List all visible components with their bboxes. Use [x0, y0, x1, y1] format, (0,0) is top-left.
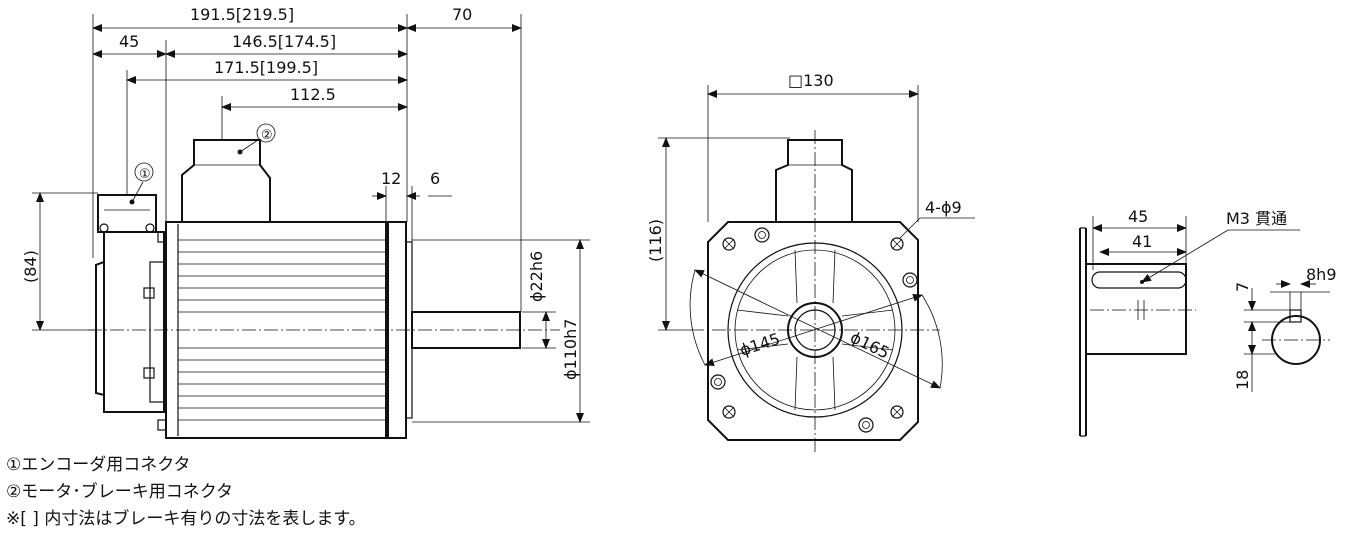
dim-height-116: (116): [646, 219, 665, 262]
dim-key-depth: 7: [1233, 282, 1252, 292]
dim-pcd-145: ϕ145: [737, 329, 782, 360]
dim-key-length: 41: [1132, 232, 1152, 251]
encoder-cover: [95, 260, 105, 397]
bolt: [143, 367, 155, 379]
dim-shaft-length: 70: [452, 5, 472, 24]
encoder-housing: [103, 231, 165, 413]
marker-power: ②: [261, 128, 273, 143]
encoder-connector: [97, 194, 157, 233]
dim-flange-thickness: 12: [381, 169, 401, 188]
shaft-detail: M3 貫通 45 41 8h9 7 18: [1079, 207, 1337, 437]
key: [1289, 309, 1302, 323]
dim-shaft-detail-length: 45: [1128, 207, 1148, 226]
dim-connector-position: 112.5: [290, 85, 336, 104]
dim-height-84: (84): [21, 250, 40, 283]
side-view: ① ②: [21, 5, 590, 439]
bolt: [143, 287, 155, 299]
dim-body-length: 146.5[174.5]: [232, 32, 336, 51]
dim-mounting-holes: 4-ϕ9: [925, 198, 962, 217]
cooling-fins: [177, 224, 385, 436]
dim-body-length-2: 171.5[199.5]: [214, 58, 318, 77]
dim-tapped-hole: M3 貫通: [1226, 209, 1287, 228]
dim-shaft-diameter: ϕ22h6: [527, 251, 546, 302]
note-power-connector: ②モータ･ブレーキ用コネクタ: [6, 482, 234, 502]
key-slot: [1091, 271, 1187, 289]
flange-square: [707, 221, 919, 441]
marker-encoder: ①: [139, 167, 151, 182]
shaft-side: [1085, 263, 1187, 355]
dim-spigot-depth: 6: [430, 169, 440, 188]
note-encoder-connector: ①エンコーダ用コネクタ: [6, 455, 191, 475]
dim-pilot-diameter: ϕ110h7: [561, 319, 580, 380]
note-brackets: ※[ ] 内寸法はブレーキ有りの寸法を表します。: [6, 509, 366, 529]
dim-pcd-165: ϕ165: [847, 328, 892, 363]
dim-key-width: 8h9: [1306, 265, 1337, 284]
front-view: ϕ145 ϕ165 4-ϕ9 □130 (116): [646, 71, 975, 452]
dim-encoder-length: 45: [119, 32, 139, 51]
notes: ①エンコーダ用コネクタ ②モータ･ブレーキ用コネクタ ※[ ] 内寸法はブレーキ…: [6, 452, 366, 533]
dim-shaft-height: 18: [1233, 370, 1252, 390]
front-connector: [775, 139, 853, 222]
dim-total-length: 191.5[219.5]: [190, 5, 294, 24]
dim-square-130: □130: [788, 71, 834, 90]
power-connector: [181, 139, 271, 222]
